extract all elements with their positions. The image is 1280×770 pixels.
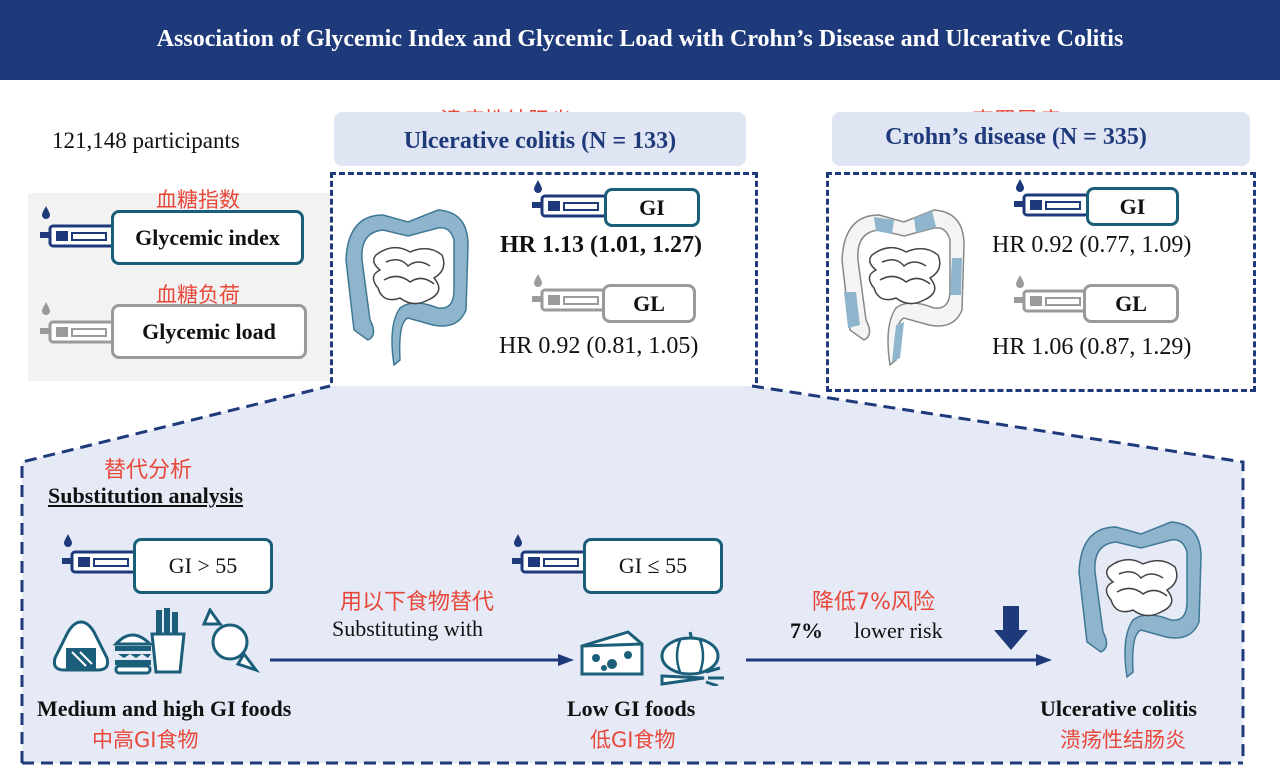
rice-ball-icon bbox=[50, 618, 112, 679]
uc-title: Ulcerative colitis (N = 133) bbox=[403, 128, 677, 154]
risk-cn-label: 降低7%风险 bbox=[812, 590, 935, 615]
glucometer-icon bbox=[38, 206, 118, 257]
high-gi-label: GI > 55 bbox=[168, 553, 238, 578]
uc-gi-hr: HR 1.13 (1.01, 1.27) bbox=[500, 232, 702, 258]
down-arrow-icon bbox=[992, 604, 1030, 657]
gi-cn-label: 血糖指数 bbox=[156, 188, 240, 212]
outcome-colon-icon bbox=[1066, 512, 1216, 687]
low-foods-cn-label: 低GI食物 bbox=[590, 728, 676, 752]
cd-gl-box: GL bbox=[1083, 284, 1179, 323]
glucometer-icon bbox=[60, 534, 140, 587]
cheese-icon bbox=[578, 628, 648, 685]
high-foods-cn-label: 中高GI食物 bbox=[92, 728, 199, 752]
high-foods-label: Medium and high GI foods bbox=[37, 696, 292, 721]
uc-gi-label: GI bbox=[639, 195, 665, 220]
cd-gi-box: GI bbox=[1086, 187, 1179, 226]
colon-icon bbox=[338, 200, 478, 375]
substituting-label: Substituting with bbox=[332, 616, 483, 641]
pumpkin-carrot-icon bbox=[654, 628, 730, 691]
cd-title: Crohn’s disease (N = 335) bbox=[885, 124, 1147, 150]
glycemic-load-label: Glycemic load bbox=[142, 319, 276, 344]
page-title: Association of Glycemic Index and Glycem… bbox=[156, 26, 1124, 52]
glycemic-index-label: Glycemic index bbox=[135, 225, 280, 250]
uc-title-pill bbox=[334, 112, 746, 166]
cd-gi-label: GI bbox=[1119, 194, 1146, 219]
glycemic-index-box: Glycemic index bbox=[111, 210, 304, 265]
cd-gi-hr: HR 0.92 (0.77, 1.09) bbox=[992, 232, 1192, 258]
candy-icon bbox=[198, 606, 262, 681]
high-gi-box: GI > 55 bbox=[133, 538, 273, 594]
gl-cn-label: 血糖负荷 bbox=[156, 283, 240, 307]
cd-gl-label: GL bbox=[1115, 291, 1147, 316]
glucometer-icon bbox=[1012, 179, 1092, 224]
colon-icon bbox=[834, 200, 974, 375]
risk-label: lower risk bbox=[854, 618, 943, 643]
uc-gl-hr: HR 0.92 (0.81, 1.05) bbox=[499, 333, 699, 359]
burger-fries-icon bbox=[112, 606, 192, 681]
low-gi-label: GI ≤ 55 bbox=[618, 553, 688, 578]
low-gi-box: GI ≤ 55 bbox=[583, 538, 723, 594]
cd-panel bbox=[826, 172, 1256, 392]
low-foods-label: Low GI foods bbox=[567, 696, 696, 721]
outcome-label: Ulcerative colitis bbox=[1040, 696, 1197, 721]
header-banner bbox=[0, 0, 1280, 80]
cd-title-pill bbox=[832, 112, 1250, 166]
uc-gl-label: GL bbox=[633, 291, 665, 316]
cd-gl-hr: HR 1.06 (0.87, 1.29) bbox=[992, 334, 1192, 360]
glycemic-load-box: Glycemic load bbox=[111, 304, 307, 359]
substituting-cn-label: 用以下食物替代 bbox=[340, 590, 495, 615]
glucometer-icon bbox=[510, 534, 590, 587]
substitution-title: Substitution analysis bbox=[48, 483, 244, 508]
risk-percent: 7% bbox=[790, 618, 823, 643]
substitution-arrow bbox=[268, 650, 578, 675]
uc-gi-box: GI bbox=[604, 188, 700, 227]
risk-arrow bbox=[744, 650, 1056, 675]
outcome-cn-label: 溃疡性结肠炎 bbox=[1060, 728, 1186, 752]
participants-count: 121,148 participants bbox=[52, 128, 240, 153]
substitution-cn-label: 替代分析 bbox=[104, 458, 193, 483]
uc-gl-box: GL bbox=[602, 284, 696, 323]
